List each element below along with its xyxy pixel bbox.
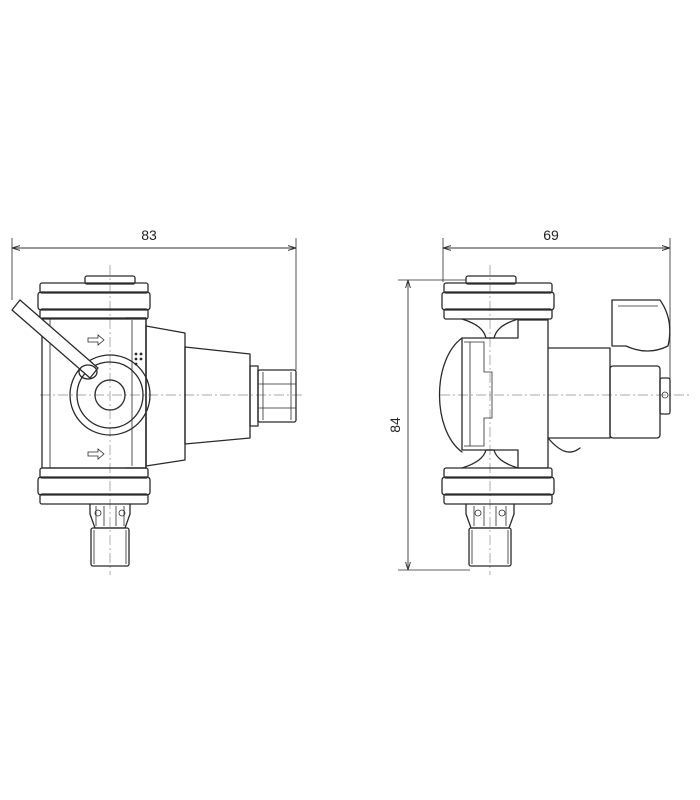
dimension-side-height: 84 — [387, 279, 470, 571]
front-bottom-cap — [37, 467, 151, 505]
dimension-front-width: 83 — [11, 227, 297, 370]
front-bonnet — [145, 325, 297, 467]
flow-arrow-lower — [87, 448, 105, 460]
side-top-cap — [441, 275, 555, 320]
side-bottom-fitting — [465, 503, 515, 567]
dimension-label-side-height: 84 — [387, 417, 403, 433]
dimension-label-front-width: 83 — [141, 227, 157, 243]
flow-arrow-upper — [87, 334, 105, 346]
side-bottom-cap — [441, 467, 555, 505]
dimension-side-width: 69 — [442, 227, 671, 380]
front-bottom-fitting — [89, 503, 131, 567]
side-view: 69 84 — [387, 227, 690, 575]
front-view: 83 — [11, 227, 305, 575]
side-disk — [438, 337, 463, 453]
front-lever-handle — [11, 299, 99, 380]
dimension-label-side-width: 69 — [543, 227, 559, 243]
side-stem-housing — [547, 347, 671, 453]
front-outlet-port — [69, 354, 151, 436]
side-handle-wing — [611, 299, 671, 352]
front-top-cap — [37, 275, 151, 320]
side-valve-body — [461, 319, 549, 469]
